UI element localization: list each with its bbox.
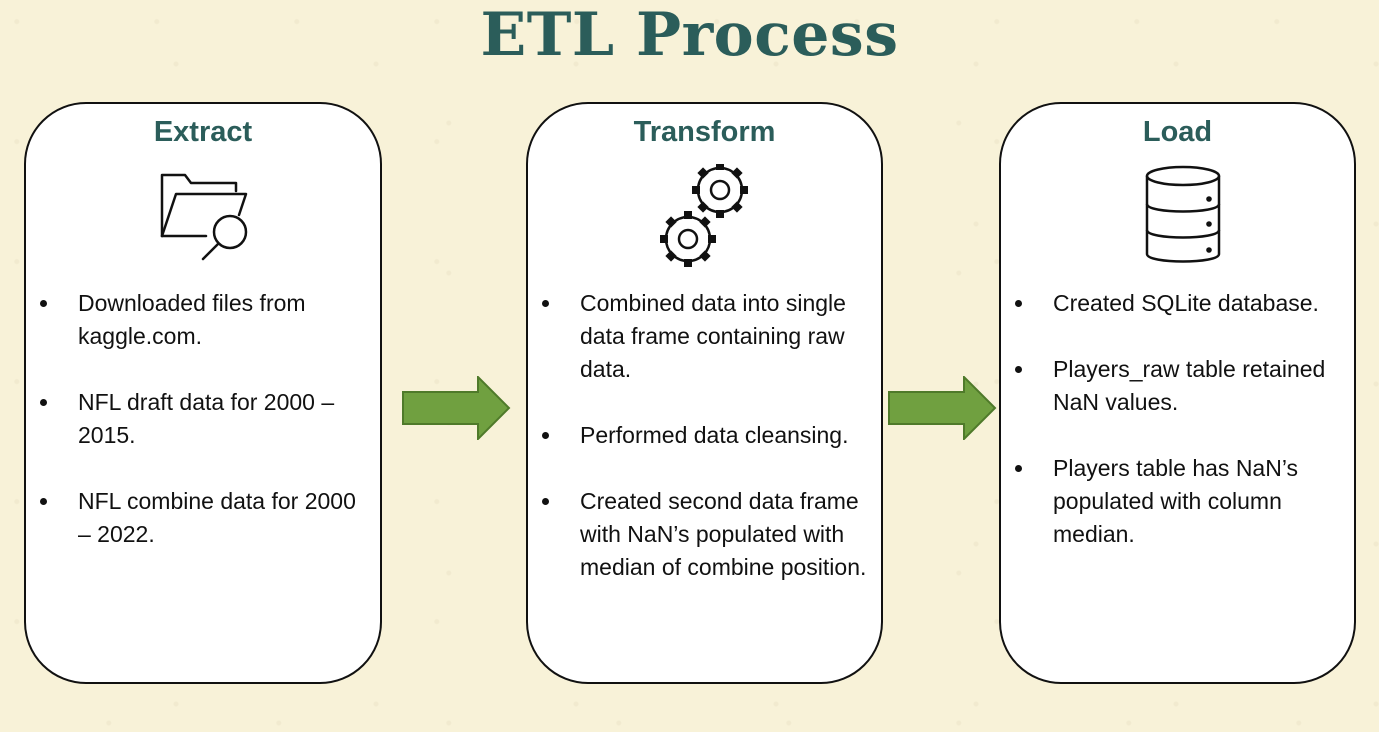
- folder-search-icon: [160, 173, 248, 261]
- list-item: Players_raw table retained NaN values.: [1015, 353, 1350, 419]
- arrow-right-icon: [402, 376, 511, 440]
- list-item: NFL draft data for 2000 – 2015.: [40, 386, 370, 452]
- load-heading: Load: [1142, 116, 1213, 148]
- transform-bullet-list: Combined data into single data frame con…: [542, 287, 877, 584]
- list-item: Combined data into single data frame con…: [542, 287, 877, 386]
- list-item: NFL combine data for 2000 – 2022.: [40, 485, 370, 551]
- gears-icon: [660, 164, 748, 267]
- list-item: Downloaded files from kaggle.com.: [40, 287, 370, 353]
- transform-heading: Transform: [633, 116, 776, 148]
- list-item: Created SQLite database.: [1015, 287, 1350, 320]
- extract-card: Extract Downloaded files from kaggle.com…: [24, 102, 382, 684]
- list-item: Created second data frame with NaN’s pop…: [542, 485, 877, 584]
- extract-bullet-list: Downloaded files from kaggle.com. NFL dr…: [40, 287, 370, 551]
- transform-card: Transform: [526, 102, 883, 684]
- load-bullet-list: Created SQLite database. Players_raw tab…: [1015, 287, 1350, 551]
- page-title: ETL Process: [480, 0, 899, 70]
- extract-heading: Extract: [153, 116, 253, 148]
- list-item: Players table has NaN’s populated with c…: [1015, 452, 1350, 551]
- list-item: Performed data cleansing.: [542, 419, 877, 452]
- arrow-right-icon: [888, 376, 997, 440]
- database-icon: [1145, 165, 1221, 263]
- load-card: Load Created SQLite database. Players_ra…: [999, 102, 1356, 684]
